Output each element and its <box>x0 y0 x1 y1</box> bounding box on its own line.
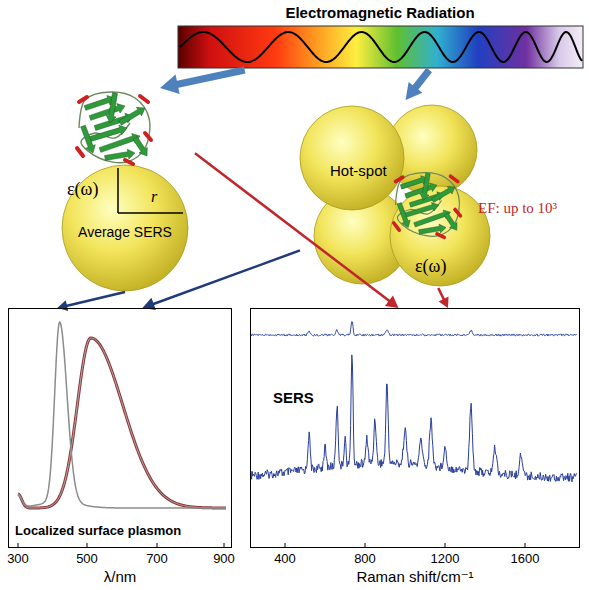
sphere-caption: Average SERS <box>78 224 172 240</box>
radius-label: r <box>151 188 157 206</box>
wave-line <box>180 32 582 62</box>
spectrum-band <box>178 26 583 68</box>
radiation-band: Electromagnetic Radiation <box>175 4 585 70</box>
helix-rod <box>77 148 83 156</box>
sers-spectrum <box>251 355 577 482</box>
beta-strand <box>105 149 135 160</box>
axis-title: Raman shift/cm⁻¹ <box>356 568 473 586</box>
beta-strand <box>397 202 410 227</box>
helix-rod <box>140 96 148 102</box>
permittivity-label: ε(ω) <box>67 179 98 200</box>
arrowhead <box>439 297 449 308</box>
beta-strand <box>419 224 446 234</box>
connector-line <box>153 250 300 304</box>
helix-rod <box>79 97 87 102</box>
tick-label: 1200 <box>431 551 460 566</box>
tick-label: 800 <box>354 551 376 566</box>
helix-rod <box>394 223 399 230</box>
beta-strand <box>444 213 457 230</box>
proteins <box>77 92 460 237</box>
spectra <box>18 321 577 548</box>
tick-label: 700 <box>146 551 168 566</box>
enhancement-factor: EF: up to 10³ <box>478 200 557 217</box>
narrow-plasmon-curve <box>18 322 226 508</box>
protein-cartoon <box>77 92 151 164</box>
nanoparticle-cluster: Hot-spot ε(ω) <box>300 100 492 288</box>
cluster-sphere <box>390 186 490 286</box>
beta-strand <box>81 125 96 153</box>
tick-label: 400 <box>274 551 296 566</box>
plot-title: SERS <box>273 389 314 406</box>
beta-strand <box>106 93 117 123</box>
connector-line <box>177 70 245 84</box>
beta-strand <box>119 107 145 125</box>
helix-rod <box>125 160 133 164</box>
radiation-arrow <box>160 70 245 94</box>
nanoparticle-sphere: ε(ω) rAverage SERS <box>55 88 195 292</box>
protein-coil <box>79 92 150 163</box>
cluster-sphere <box>300 106 404 210</box>
axis-title: λ/nm <box>104 568 137 585</box>
connector-line <box>66 292 125 306</box>
helix-rod <box>455 210 460 216</box>
sers-arrow <box>195 153 399 308</box>
tick-label: 500 <box>76 551 98 566</box>
arrowhead <box>406 82 423 100</box>
beta-strand <box>133 137 147 156</box>
beta-strand <box>431 186 455 202</box>
radiation-arrow <box>406 70 430 100</box>
arrowhead <box>57 300 68 311</box>
protein-cartoon <box>394 173 461 238</box>
helix-rod <box>396 177 403 182</box>
band-heading: Electromagnetic Radiation <box>285 4 474 21</box>
helix-rod <box>437 234 444 238</box>
sers-plot: SERS <box>250 308 580 548</box>
reference-spectrum <box>251 321 577 336</box>
beta-strand <box>414 210 451 227</box>
nanoparticles <box>62 105 490 291</box>
connector-line <box>415 70 429 88</box>
arrowhead <box>385 295 399 308</box>
radius-line <box>118 212 183 214</box>
helix-rod <box>145 133 151 140</box>
beta-strand <box>420 173 430 200</box>
hotspot-label: Hot-spot <box>330 162 387 179</box>
protein-coil <box>396 173 460 237</box>
single-sphere <box>62 165 188 291</box>
connector-line <box>438 288 444 300</box>
permittivity-label: ε(ω) <box>415 256 446 277</box>
helix-rod <box>451 176 458 181</box>
lspr-plot: Localized surface plasmon <box>8 308 232 548</box>
sers-arrow <box>438 288 448 308</box>
plot-title: Localized surface plasmon <box>15 523 181 538</box>
tick-label: 1600 <box>511 551 540 566</box>
em-wave <box>180 32 582 62</box>
tick-label: 300 <box>7 551 29 566</box>
beta-strand <box>99 134 140 153</box>
arrowhead <box>160 75 180 94</box>
plasmon-arrow <box>142 250 300 310</box>
tick-label: 900 <box>213 551 235 566</box>
radius-line <box>117 168 119 213</box>
